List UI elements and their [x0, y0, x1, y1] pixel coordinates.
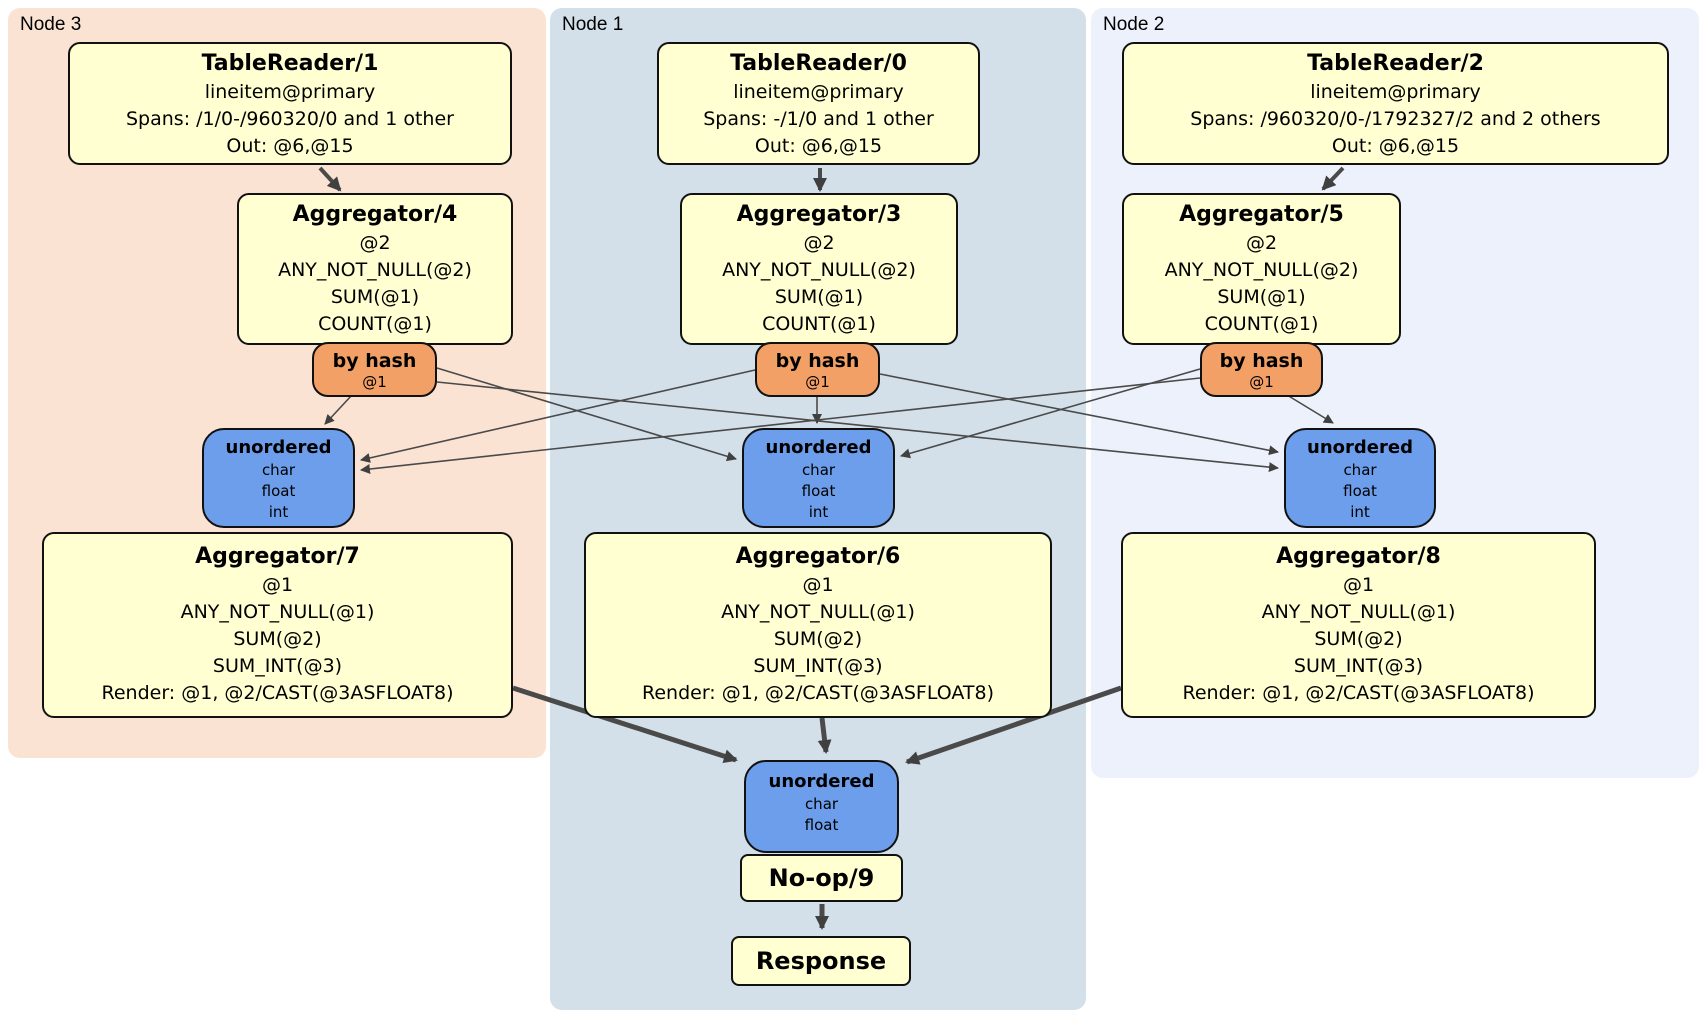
unordered-sync-node3-type1: char	[261, 461, 296, 479]
aggregator-3-box: Aggregator/3 @2 ANY_NOT_NULL(@2) SUM(@1)…	[680, 193, 958, 345]
aggregator-5-fn2: SUM(@1)	[1217, 286, 1306, 308]
aggregator-6-title: Aggregator/6	[735, 544, 901, 569]
unordered-sync-node3-type2: float	[261, 482, 296, 500]
aggregator-7-fn1: ANY_NOT_NULL(@1)	[180, 601, 375, 623]
aggregator-6-box: Aggregator/6 @1 ANY_NOT_NULL(@1) SUM(@2)…	[584, 532, 1052, 718]
tablereader-2-index: lineitem@primary	[1310, 81, 1481, 103]
aggregator-8-groupcols: @1	[1342, 574, 1375, 596]
hash-router-node3-cols: @1	[362, 373, 387, 391]
unordered-sync-node1: unordered char float int	[742, 428, 895, 528]
aggregator-6-groupcols: @1	[802, 574, 834, 596]
unordered-sync-node2-type1: char	[1343, 461, 1377, 479]
unordered-sync-node3-type3: int	[268, 503, 289, 521]
aggregator-8-fn2: SUM(@2)	[1314, 628, 1403, 650]
aggregator-5-box: Aggregator/5 @2 ANY_NOT_NULL(@2) SUM(@1)…	[1122, 193, 1401, 345]
aggregator-5-groupcols: @2	[1245, 232, 1278, 254]
aggregator-3-title: Aggregator/3	[736, 202, 902, 227]
hash-router-node2-cols: @1	[1249, 373, 1274, 391]
tablereader-0-box: TableReader/0 lineitem@primary Spans: -/…	[657, 42, 980, 165]
aggregator-6-fn1: ANY_NOT_NULL(@1)	[721, 601, 915, 623]
tablereader-0-out: Out: @6,@15	[754, 135, 883, 157]
aggregator-8-box: Aggregator/8 @1 ANY_NOT_NULL(@1) SUM(@2)…	[1121, 532, 1596, 718]
aggregator-7-groupcols: @1	[261, 574, 294, 596]
tablereader-2-title: TableReader/2	[1307, 51, 1484, 76]
aggregator-6-render: Render: @1, @2/CAST(@3ASFLOAT8)	[642, 682, 994, 704]
panel-node3-label: Node 3	[20, 14, 82, 35]
aggregator-5-title: Aggregator/5	[1179, 202, 1344, 227]
aggregator-3-fn3: COUNT(@1)	[762, 313, 876, 335]
aggregator-7-title: Aggregator/7	[195, 544, 360, 569]
tablereader-0-spans: Spans: -/1/0 and 1 other	[703, 108, 934, 130]
aggregator-5-fn1: ANY_NOT_NULL(@2)	[1164, 259, 1359, 281]
unordered-sync-final-title: unordered	[768, 771, 875, 792]
response-title: Response	[755, 947, 887, 975]
tablereader-1-out: Out: @6,@15	[226, 135, 354, 157]
unordered-sync-final: unordered char float	[744, 760, 899, 853]
tablereader-1-index: lineitem@primary	[204, 81, 376, 103]
unordered-sync-node1-title: unordered	[765, 437, 872, 458]
noop-9-title: No-op/9	[768, 864, 875, 892]
unordered-sync-final-type2: float	[804, 816, 839, 834]
noop-9-box: No-op/9	[740, 854, 903, 902]
unordered-sync-node2-title: unordered	[1307, 437, 1413, 458]
hash-router-node3-title: by hash	[332, 350, 417, 372]
aggregator-3-fn2: SUM(@1)	[774, 286, 864, 308]
aggregator-3-fn1: ANY_NOT_NULL(@2)	[722, 259, 916, 281]
aggregator-4-fn1: ANY_NOT_NULL(@2)	[278, 259, 472, 281]
aggregator-8-fn3: SUM_INT(@3)	[1293, 655, 1424, 677]
unordered-sync-final-type1: char	[804, 795, 839, 813]
aggregator-8-render: Render: @1, @2/CAST(@3ASFLOAT8)	[1182, 682, 1535, 704]
hash-router-node2: by hash @1	[1200, 342, 1323, 397]
hash-router-node1-title: by hash	[775, 350, 860, 372]
tablereader-1-box: TableReader/1 lineitem@primary Spans: /1…	[68, 42, 512, 165]
aggregator-4-fn2: SUM(@1)	[330, 286, 420, 308]
panel-node2-label: Node 2	[1103, 14, 1165, 35]
aggregator-7-fn2: SUM(@2)	[233, 628, 322, 650]
unordered-sync-node2-type3: int	[1350, 503, 1370, 521]
tablereader-1-spans: Spans: /1/0-/960320/0 and 1 other	[126, 108, 454, 130]
aggregator-5-fn3: COUNT(@1)	[1204, 313, 1319, 335]
aggregator-8-fn1: ANY_NOT_NULL(@1)	[1261, 601, 1456, 623]
hash-router-node3: by hash @1	[312, 342, 437, 397]
tablereader-0-index: lineitem@primary	[733, 81, 904, 103]
aggregator-3-groupcols: @2	[803, 232, 835, 254]
panel-node1-label: Node 1	[562, 14, 624, 35]
unordered-sync-node1-type3: int	[808, 503, 829, 521]
unordered-sync-node1-type1: char	[801, 461, 836, 479]
aggregator-6-fn3: SUM_INT(@3)	[753, 655, 883, 677]
tablereader-2-box: TableReader/2 lineitem@primary Spans: /9…	[1122, 42, 1669, 165]
aggregator-8-title: Aggregator/8	[1276, 544, 1441, 569]
unordered-sync-node2: unordered char float int	[1284, 428, 1436, 528]
hash-router-node2-title: by hash	[1219, 350, 1304, 372]
aggregator-4-title: Aggregator/4	[292, 202, 458, 227]
tablereader-1-title: TableReader/1	[201, 51, 379, 76]
hash-router-node1-cols: @1	[805, 373, 830, 391]
unordered-sync-node3: unordered char float int	[202, 428, 355, 528]
hash-router-node1: by hash @1	[755, 342, 880, 397]
unordered-sync-node3-title: unordered	[225, 437, 332, 458]
response-box: Response	[731, 936, 911, 986]
aggregator-4-groupcols: @2	[359, 232, 391, 254]
aggregator-7-box: Aggregator/7 @1 ANY_NOT_NULL(@1) SUM(@2)…	[42, 532, 513, 718]
aggregator-7-fn3: SUM_INT(@3)	[212, 655, 343, 677]
tablereader-2-spans: Spans: /960320/0-/1792327/2 and 2 others	[1190, 108, 1601, 130]
aggregator-6-fn2: SUM(@2)	[773, 628, 863, 650]
unordered-sync-node1-type2: float	[801, 482, 836, 500]
aggregator-7-render: Render: @1, @2/CAST(@3ASFLOAT8)	[101, 682, 454, 704]
unordered-sync-node2-type2: float	[1343, 482, 1377, 500]
aggregator-4-box: Aggregator/4 @2 ANY_NOT_NULL(@2) SUM(@1)…	[237, 193, 513, 345]
tablereader-2-out: Out: @6,@15	[1331, 135, 1460, 157]
tablereader-0-title: TableReader/0	[730, 51, 907, 76]
aggregator-4-fn3: COUNT(@1)	[318, 313, 432, 335]
